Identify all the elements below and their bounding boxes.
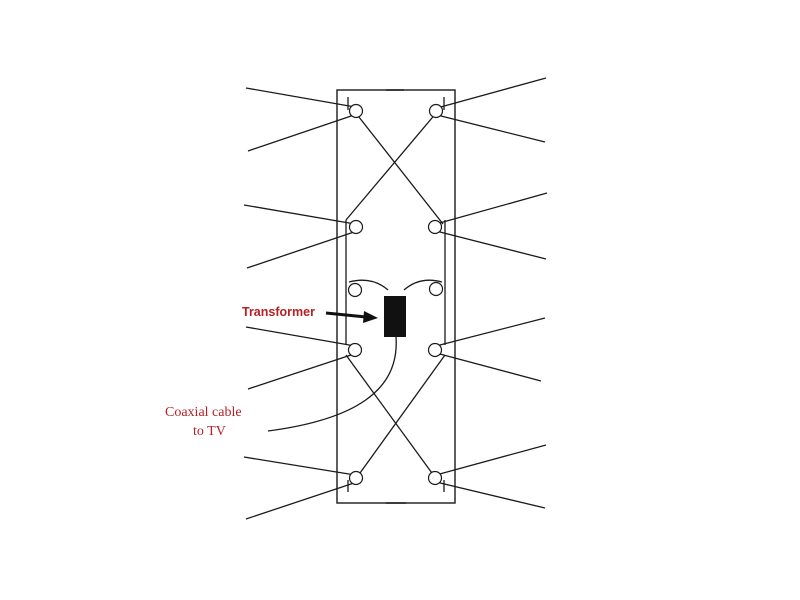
bolt-right-1 — [428, 103, 444, 119]
bolt-left-3 — [347, 342, 363, 358]
coaxial-cable — [267, 336, 397, 432]
bolt-right-3 — [427, 342, 443, 358]
right-whiskers — [435, 77, 548, 509]
bolt-left-center — [347, 282, 363, 298]
bolt-right-4 — [427, 470, 443, 486]
coaxial-cable-label-line1: Coaxial cable — [165, 405, 242, 420]
phasing-harness — [345, 97, 446, 492]
terminal-bolts — [347, 103, 444, 486]
transformer-arrow — [325, 311, 378, 323]
transformer-body — [384, 296, 406, 337]
coaxial-cable-label-line2: to TV — [193, 424, 226, 439]
bolt-left-4 — [348, 470, 364, 486]
bolt-right-2 — [427, 219, 443, 235]
transformer-label: Transformer — [242, 305, 315, 319]
bolt-right-center — [428, 281, 444, 297]
bolt-left-2 — [348, 219, 364, 235]
bolt-left-1 — [348, 103, 364, 119]
left-whiskers — [243, 87, 358, 520]
